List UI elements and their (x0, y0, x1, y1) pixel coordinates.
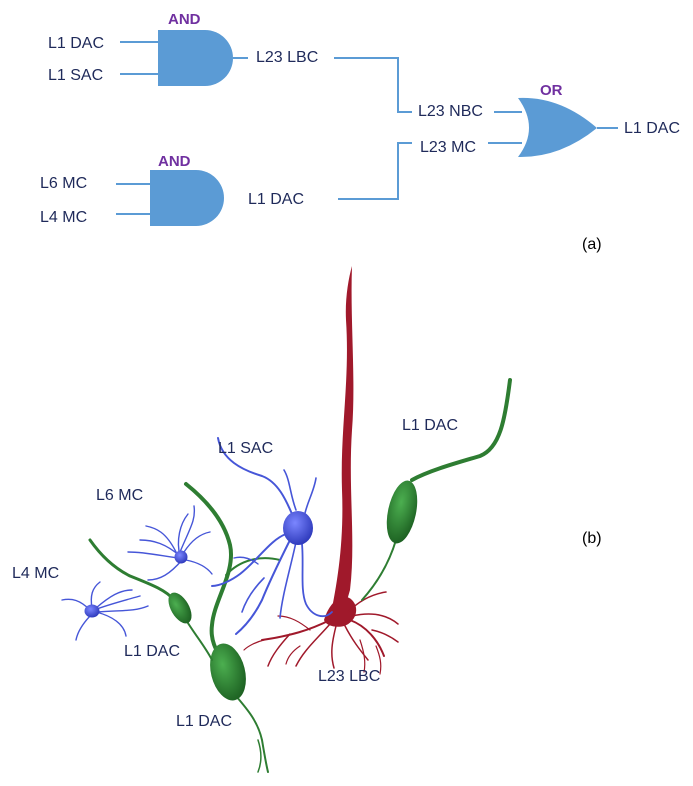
or-gate-label: OR (540, 82, 563, 99)
neuron-label-l6-mc: L6 MC (96, 487, 143, 504)
l23-lbc-neuron (243, 266, 399, 675)
neuron-label-l1-dac-top: L1 DAC (402, 417, 458, 434)
and-gate-top (158, 30, 233, 86)
neuron-label-l23-lbc: L23 LBC (318, 668, 380, 685)
l6-mc-soma (174, 550, 188, 564)
l1-dac-neuron-small (88, 538, 213, 661)
and-gate-top-label: AND (168, 11, 201, 28)
wire-l23-lbc (334, 57, 412, 113)
l1-sac-soma (283, 511, 313, 545)
and-gate-bottom (150, 170, 224, 226)
l23-lbc-apical-dendrite (330, 266, 354, 618)
l1-dac-top-soma (386, 480, 418, 544)
l1-dac-small-soma (168, 592, 192, 624)
wire-l1-dac-to-junction (338, 142, 412, 200)
l6-mc-neuron (127, 505, 213, 581)
input-label-l1-dac: L1 DAC (48, 35, 104, 52)
neuron-label-l4-mc: L4 MC (12, 565, 59, 582)
panel-a-caption: (a) (582, 236, 602, 253)
panel-b: L1 SAC L6 MC L4 MC L1 DAC L1 DAC L1 DAC … (12, 266, 602, 773)
input-label-l4-mc: L4 MC (40, 209, 87, 226)
label-l23-lbc: L23 LBC (256, 49, 318, 66)
label-l23-mc: L23 MC (420, 139, 476, 156)
l23-lbc-soma (324, 596, 357, 627)
l1-dac-neuron-top (361, 378, 512, 601)
l1-dac-bottom-soma (210, 643, 246, 701)
panel-b-caption: (b) (582, 530, 602, 547)
label-l1-dac-mid: L1 DAC (248, 191, 304, 208)
input-label-l6-mc: L6 MC (40, 175, 87, 192)
label-l23-nbc: L23 NBC (418, 103, 483, 120)
neuron-label-l1-sac: L1 SAC (218, 440, 273, 457)
neuron-label-l1-dac-mid: L1 DAC (124, 643, 180, 660)
l4-mc-soma (84, 604, 100, 618)
or-gate (518, 97, 597, 158)
l1-sac-neuron (211, 437, 333, 635)
output-label-l1-dac: L1 DAC (624, 120, 680, 137)
neuron-label-l1-dac-bottom: L1 DAC (176, 713, 232, 730)
panel-a: AND AND OR L1 DAC L1 SAC L6 MC L4 MC L23… (40, 11, 680, 253)
l4-mc-neuron (61, 581, 149, 641)
and-gate-bottom-label: AND (158, 153, 191, 170)
input-label-l1-sac: L1 SAC (48, 67, 103, 84)
